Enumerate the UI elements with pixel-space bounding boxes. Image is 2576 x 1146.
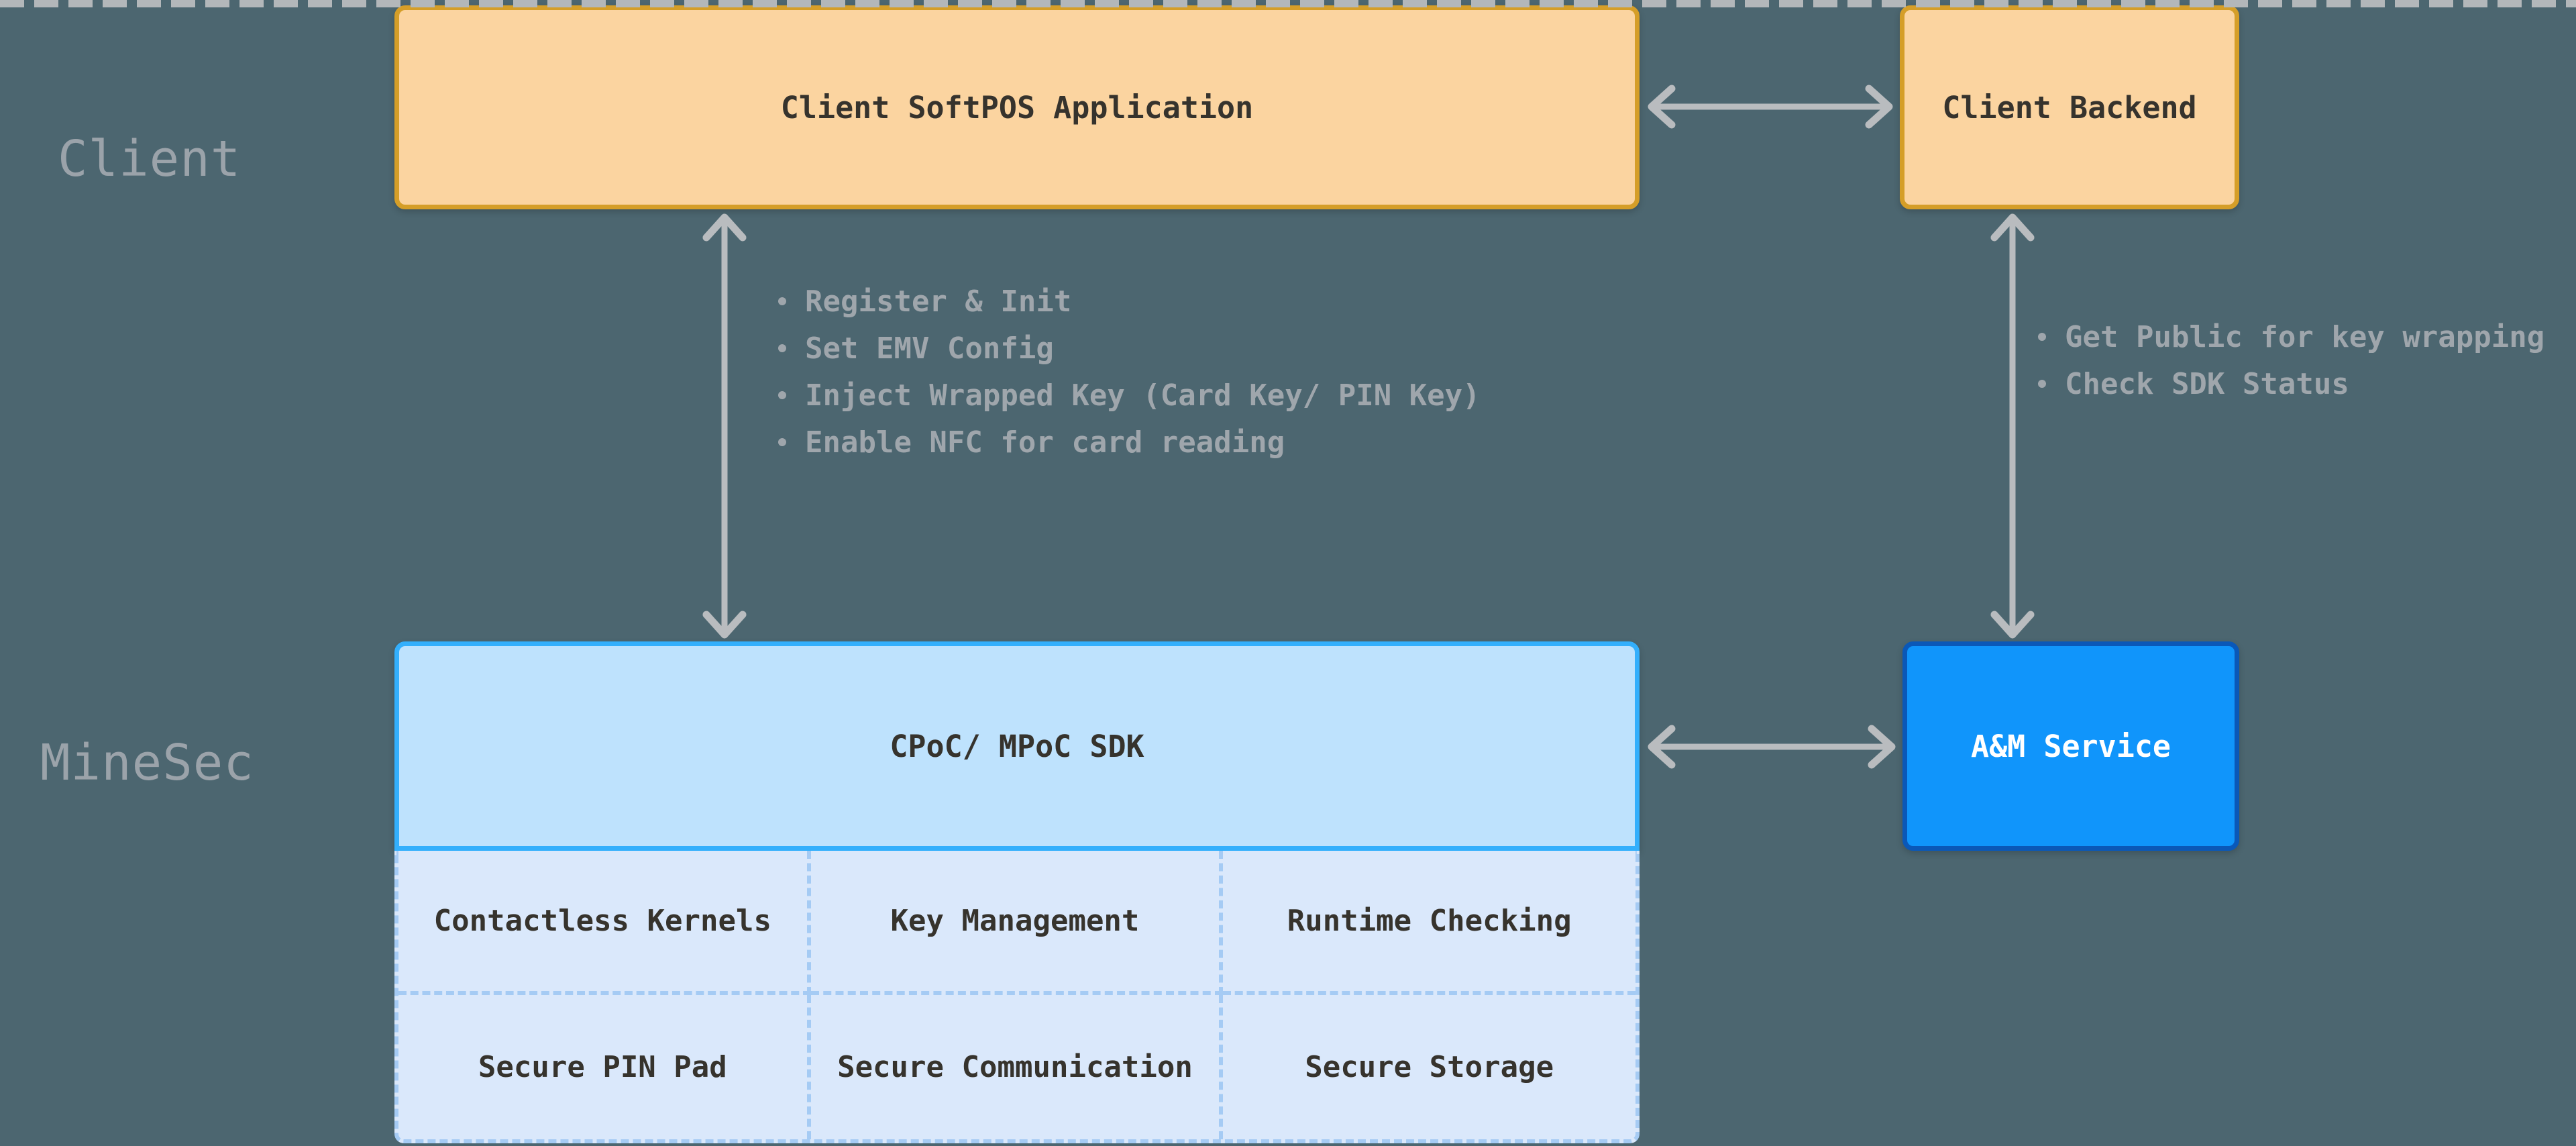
annotation-text: Set EMV Config <box>805 331 1054 366</box>
node-client-backend: Client Backend <box>1900 5 2239 209</box>
annotation-text: Enable NFC for card reading <box>805 425 1285 460</box>
bullet-dot-icon <box>778 391 786 399</box>
annotation-text: Get Public for key wrapping <box>2065 319 2545 354</box>
node-client-backend-label: Client Backend <box>1942 89 2197 125</box>
annotation-list-backend-to-am: Get Public for key wrapping Check SDK St… <box>2038 313 2544 407</box>
bullet-dot-icon <box>2038 380 2046 388</box>
sdk-module-grid: Contactless Kernels Key Management Runti… <box>394 851 1640 1143</box>
zone-label-minesec: MineSec <box>40 734 254 792</box>
annotation-text: Inject Wrapped Key (Card Key/ PIN Key) <box>805 378 1481 413</box>
bullet-dot-icon <box>778 344 786 352</box>
sdk-module-runtime-checking: Runtime Checking <box>1223 851 1635 995</box>
node-am-service: A&M Service <box>1902 641 2239 851</box>
node-client-softpos-label: Client SoftPOS Application <box>780 89 1254 125</box>
annotation-list-softpos-to-sdk: Register & Init Set EMV Config Inject Wr… <box>778 278 1481 466</box>
arrow-softpos-sdk <box>702 213 747 639</box>
node-am-service-label: A&M Service <box>1970 728 2171 764</box>
arrow-backend-am-service <box>1990 213 2035 639</box>
zone-label-client: Client <box>58 130 241 188</box>
arrow-sdk-am-service <box>1648 725 1896 769</box>
node-sdk-label: CPoC/ MPoC SDK <box>890 728 1144 764</box>
arrow-softpos-backend <box>1648 85 1893 129</box>
annotation-item: Register & Init <box>778 278 1481 325</box>
sdk-module-key-management: Key Management <box>810 851 1224 995</box>
zone-separator-dashed-line <box>0 0 2576 7</box>
bullet-dot-icon <box>778 297 786 305</box>
sdk-module-secure-communication: Secure Communication <box>811 995 1224 1139</box>
sdk-module-secure-pin-pad: Secure PIN Pad <box>398 995 811 1139</box>
annotation-text: Register & Init <box>805 284 1072 319</box>
sdk-module-contactless-kernels: Contactless Kernels <box>398 851 811 995</box>
annotation-item: Get Public for key wrapping <box>2038 313 2544 360</box>
bullet-dot-icon <box>2038 333 2046 341</box>
annotation-item: Set EMV Config <box>778 325 1481 372</box>
annotation-text: Check SDK Status <box>2065 366 2349 401</box>
bullet-dot-icon <box>778 438 786 446</box>
annotation-item: Check SDK Status <box>2038 360 2544 407</box>
node-cpoc-mpoc-sdk: CPoC/ MPoC SDK <box>394 641 1640 851</box>
annotation-item: Enable NFC for card reading <box>778 419 1481 466</box>
sdk-module-secure-storage: Secure Storage <box>1305 1050 1554 1084</box>
annotation-item: Inject Wrapped Key (Card Key/ PIN Key) <box>778 372 1481 419</box>
node-client-softpos-application: Client SoftPOS Application <box>394 5 1640 209</box>
